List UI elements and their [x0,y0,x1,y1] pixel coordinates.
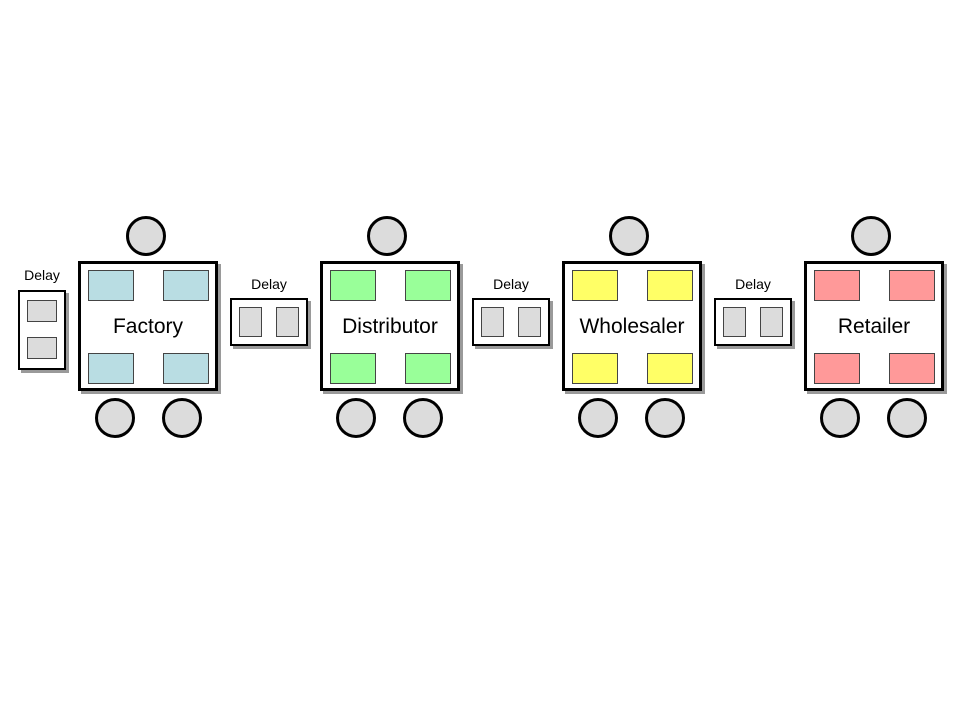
distributor-manager-person-icon [367,216,407,256]
wholesaler-manager-person-icon [609,216,649,256]
distributor-person-icon [336,398,376,438]
distributor-label: Distributor [342,315,438,338]
retailer-manager-person-icon [851,216,891,256]
delay-slot [723,307,746,337]
factory-inventory-tile [88,270,134,301]
factory-station: Factory [78,261,218,391]
distributor-person-icon [403,398,443,438]
wholesaler-inventory-tile [572,270,618,301]
retailer-label: Retailer [837,315,911,338]
wholesaler-inventory-tile [572,353,618,384]
distributor-inventory-tile [405,353,451,384]
wholesaler-person-icon [645,398,685,438]
factory-label: Factory [112,315,183,338]
factory-manager-person-icon [126,216,166,256]
distributor-inventory-tile [330,270,376,301]
factory-person-icon [162,398,202,438]
delay-queue-factory-input [18,290,66,370]
distributor-inventory-tile [405,270,451,301]
delay-slot [481,307,504,337]
factory-person-icon [95,398,135,438]
distributor-inventory-tile [330,353,376,384]
delay-slot [518,307,541,337]
delay-label: Delay [24,267,60,283]
retailer-inventory-tile [814,270,860,301]
retailer-inventory-tile [889,270,935,301]
retailer-inventory-tile [814,353,860,384]
retailer-person-icon [887,398,927,438]
delay-slot [760,307,783,337]
delay-slot [276,307,299,337]
factory-inventory-tile [163,353,209,384]
delay-label: Delay [251,276,287,292]
wholesaler-label: Wholesaler [579,315,685,338]
factory-inventory-tile [88,353,134,384]
wholesaler-inventory-tile [647,270,693,301]
wholesaler-person-icon [578,398,618,438]
delay-slot [27,300,57,322]
delay-label: Delay [493,276,529,292]
retailer-person-icon [820,398,860,438]
wholesaler-inventory-tile [647,353,693,384]
delay-label: Delay [735,276,771,292]
factory-inventory-tile [163,270,209,301]
wholesaler-station: Wholesaler [562,261,702,391]
delay-slot [27,337,57,359]
delay-queue-factory-distributor [230,298,308,346]
delay-queue-distributor-wholesaler [472,298,550,346]
delay-queue-wholesaler-retailer [714,298,792,346]
distributor-station: Distributor [320,261,460,391]
retailer-station: Retailer [804,261,944,391]
retailer-inventory-tile [889,353,935,384]
delay-slot [239,307,262,337]
